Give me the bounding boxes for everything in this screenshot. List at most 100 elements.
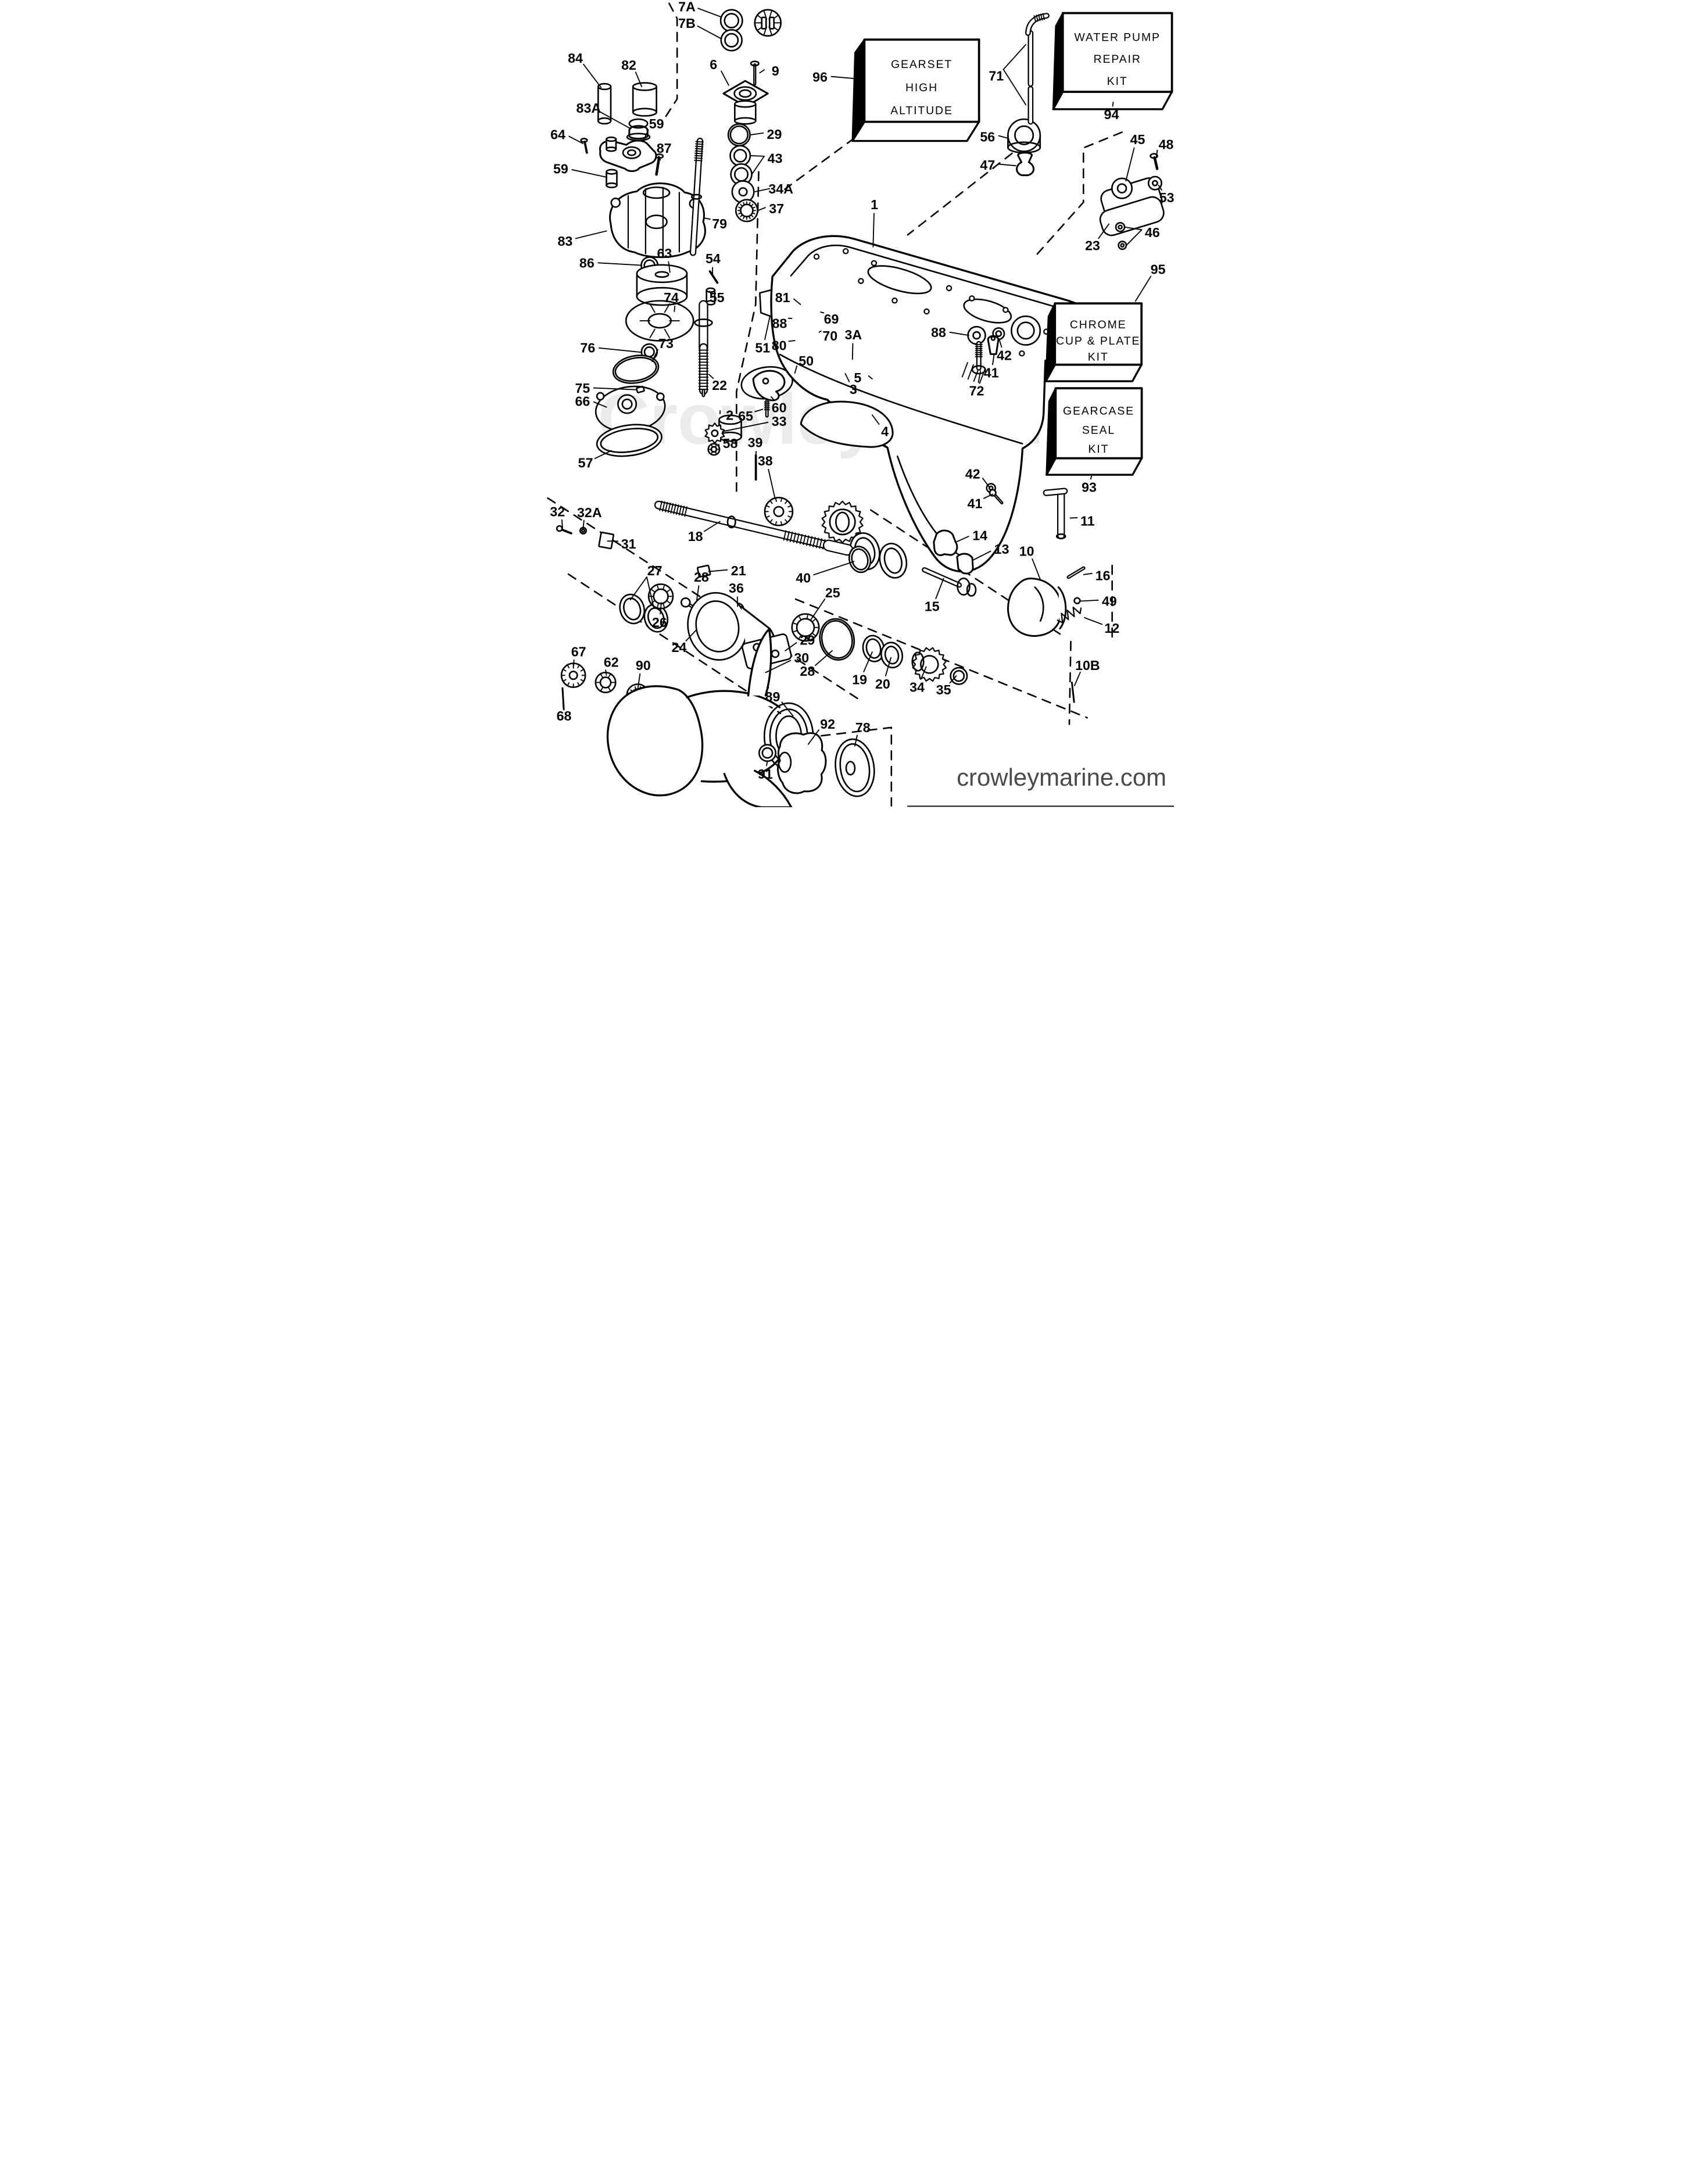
leader-line-84 [582,63,601,88]
leader-line-13 [972,550,991,561]
10-thread [678,505,682,516]
part-bore [621,398,633,410]
nut-42-bore [995,330,1002,337]
part [642,186,670,199]
cam-housing-10 [1007,577,1062,637]
9-tick [793,629,798,632]
callout-48: 48 [1158,137,1173,152]
callout-22: 22 [712,378,727,393]
deck-hole [923,308,930,315]
callout-10B: 10B [1075,658,1100,673]
leader-line-7B [697,26,722,40]
screw-87 [654,156,660,176]
callout-7B: 7B [678,16,696,31]
10-tick [665,589,670,593]
6-tick [649,303,656,313]
kit-box-label: KIT [1088,443,1109,456]
kit-box-chrome-cup-plate-kit [1053,302,1143,366]
10-thread [681,506,685,517]
10-thread [672,504,676,514]
seal-7a-bore [723,13,739,28]
leader-line-72 [977,370,981,384]
6-tick [714,443,717,448]
leader-line-49 [1079,599,1099,602]
9-thread [693,157,703,159]
leader-line-41 [983,493,993,499]
neck-6 [733,100,757,108]
callout-86: 86 [579,255,594,270]
part [835,511,850,533]
callout-95: 95 [1150,262,1165,277]
key-21 [696,564,711,578]
callout-18: 18 [688,529,703,544]
grommet-slot [760,16,767,30]
callout-67: 67 [571,644,586,660]
12-tick [566,664,570,669]
10-tick [662,585,665,590]
leader-line-28 [696,585,699,603]
16-tick [748,202,751,206]
callout-59: 59 [553,161,568,176]
part [966,583,976,597]
leader-line-35 [949,675,957,684]
callout-4: 4 [881,424,889,439]
14-tick [784,500,788,504]
leader-line-22 [708,374,714,379]
callout-28: 28 [694,569,709,585]
callout-14: 14 [972,528,987,543]
callout-91: 91 [757,766,772,782]
callout-53: 53 [1159,190,1173,205]
14-thread [793,532,796,543]
part [738,89,751,98]
callout-83A: 83A [576,101,601,116]
callout-92: 92 [820,716,835,732]
dashed-guide-line [664,2,678,119]
seal-7b-bore [724,33,739,48]
14-thread [812,536,816,547]
kit-box-label: GEARCASE [1062,405,1134,418]
kit-box-gearcase-seal-kit [1054,387,1143,460]
part [680,597,691,608]
leader-line-82 [635,71,642,87]
9-thread [693,159,703,162]
callout-88: 88 [772,316,787,331]
14-thread [805,535,809,546]
9-thread [694,150,703,152]
deck-hole [871,260,877,267]
14-tick [784,519,788,523]
washer-20-bore [884,646,899,665]
part [1034,586,1044,622]
leader-line-5 [868,375,873,379]
callout-58: 58 [722,436,737,451]
kit-box-flap [1045,457,1143,476]
callout-69: 69 [823,311,839,327]
9-tick [799,634,801,639]
10-thread [661,501,665,512]
deck-hole [813,253,819,260]
leader-line-10B [1073,671,1081,686]
neck-6 [733,117,757,125]
leader-line-19 [862,651,873,672]
part [568,671,578,680]
16-tick [737,212,742,214]
callout-39: 39 [747,435,762,450]
part [911,651,925,672]
callout-84: 84 [568,51,583,66]
12-tick [562,679,567,682]
leader-line-93 [1090,475,1092,480]
part [772,506,784,517]
callout-19: 19 [852,672,867,687]
6-tick [710,443,713,448]
5-thread [1033,15,1036,23]
part [752,370,785,402]
16-tick [742,216,745,220]
callout-55: 55 [709,290,724,305]
callout-6: 6 [710,57,717,72]
impeller-74 [625,300,694,342]
callout-23: 23 [1085,238,1100,253]
callout-11: 11 [1080,513,1095,528]
kit-box-label: REPAIR [1093,53,1141,66]
callout-20: 20 [875,676,890,691]
part [599,676,611,689]
boss-59 [606,139,616,149]
